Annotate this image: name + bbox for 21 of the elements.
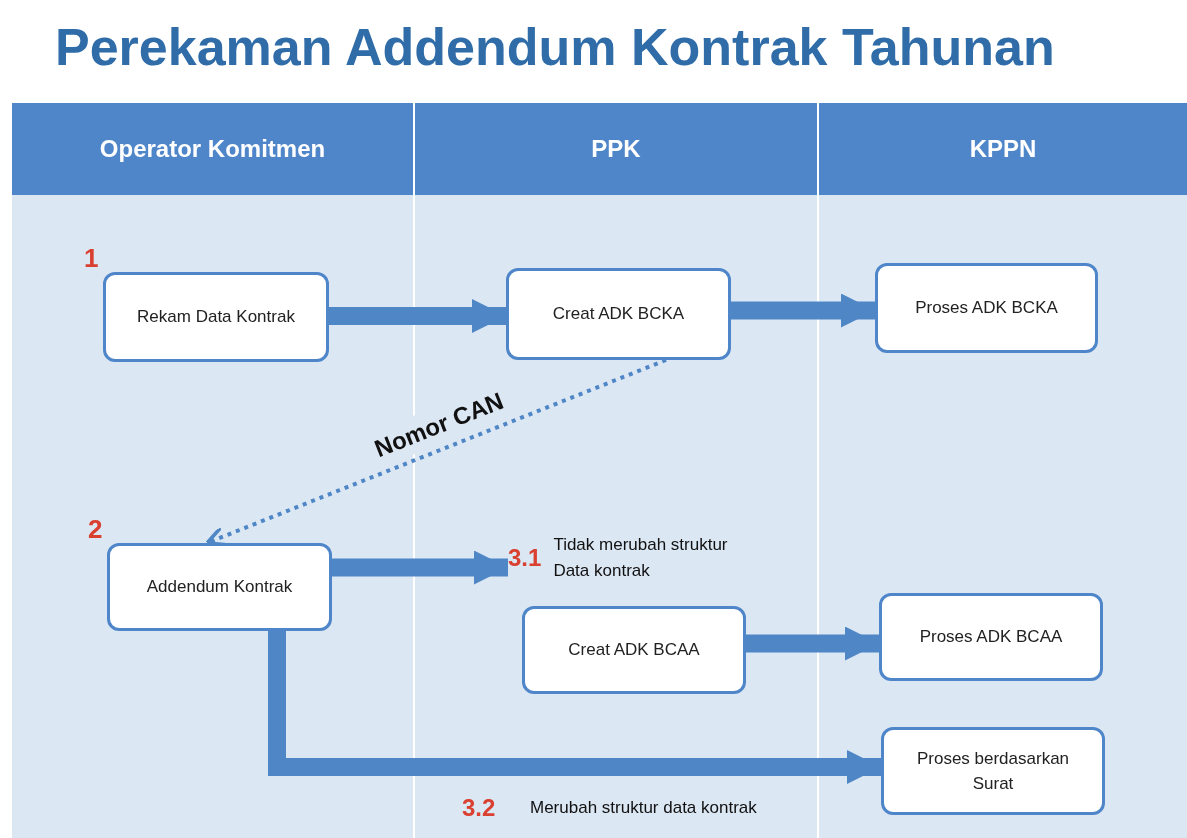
swimlane	[819, 103, 1187, 838]
arrow	[731, 293, 875, 328]
arrow	[746, 626, 879, 661]
step-note: Tidak merubah struktur Data kontrak	[553, 534, 729, 582]
step-number: 1	[84, 242, 99, 275]
step-number: 2	[88, 513, 103, 546]
step-note: Merubah struktur data kontrak	[530, 797, 757, 819]
lane-header: KPPN	[819, 103, 1187, 195]
process-box: Proses berdasarkan Surat	[881, 727, 1105, 815]
arrow	[332, 550, 508, 585]
lane-header: Operator Komitmen	[12, 103, 413, 195]
process-box: Creat ADK BCKA	[506, 268, 731, 360]
process-box: Proses ADK BCAA	[879, 593, 1103, 681]
step-number: 3.2	[462, 793, 496, 823]
process-box: Creat ADK BCAA	[522, 606, 746, 694]
lane-header: PPK	[415, 103, 817, 195]
title: Perekaman Addendum Kontrak Tahunan	[55, 17, 1055, 78]
process-box: Proses ADK BCKA	[875, 263, 1098, 353]
arrow	[268, 631, 881, 784]
arrow	[329, 299, 506, 333]
step-number: 3.1	[508, 543, 542, 573]
